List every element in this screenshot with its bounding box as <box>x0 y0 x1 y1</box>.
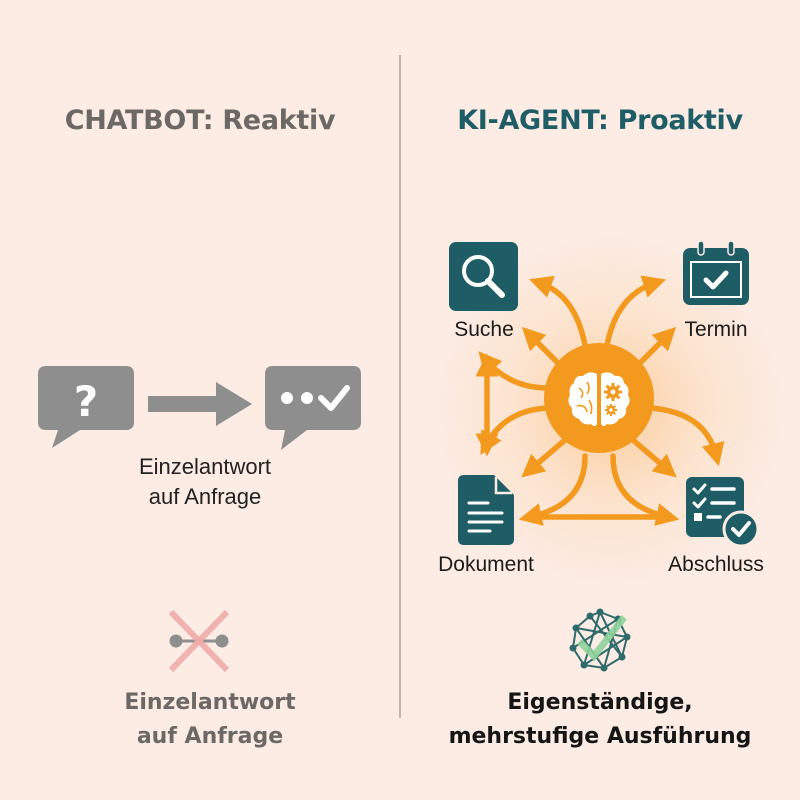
chatbot-caption: Einzelantwort auf Anfrage <box>100 452 310 512</box>
node-label-termin: Termin <box>684 318 748 341</box>
node-label-suche: Suche <box>454 318 514 341</box>
panel-divider <box>399 55 401 718</box>
chatbot-caption-line2: auf Anfrage <box>148 484 262 509</box>
chatbot-summary-line2: auf Anfrage <box>136 724 284 749</box>
node-label-abschluss: Abschluss <box>668 553 764 576</box>
document-icon <box>458 475 514 545</box>
checklist-complete-icon <box>686 477 760 547</box>
chatbot-caption-line1: Einzelantwort <box>138 454 272 479</box>
svg-text:?: ? <box>74 377 98 426</box>
agent-workflow-arrows <box>475 275 725 526</box>
answer-speech-bubble-check-icon <box>265 366 361 450</box>
crossed-out-connection-icon <box>168 609 230 673</box>
agent-summary-line2: mehrstufige Ausführung <box>448 724 752 749</box>
chatbot-summary-line1: Einzelantwort <box>124 690 296 715</box>
network-check-icon <box>569 608 631 672</box>
brain-gear-icon <box>568 372 630 426</box>
search-icon <box>449 242 518 311</box>
calendar-check-icon <box>683 240 749 305</box>
question-speech-bubble-icon: ? <box>38 366 134 448</box>
chatbot-title: CHATBOT: Reaktiv <box>64 105 336 136</box>
node-label-dokument: Dokument <box>438 553 534 576</box>
agent-title: KI-AGENT: Proaktiv <box>457 105 743 136</box>
agent-summary-line1: Eigenständige, <box>507 690 693 715</box>
chatbot-summary: Einzelantwort auf Anfrage <box>70 686 350 754</box>
right-arrow-icon <box>148 382 252 426</box>
agent-summary: Eigenständige, mehrstufige Ausführung <box>400 686 800 754</box>
